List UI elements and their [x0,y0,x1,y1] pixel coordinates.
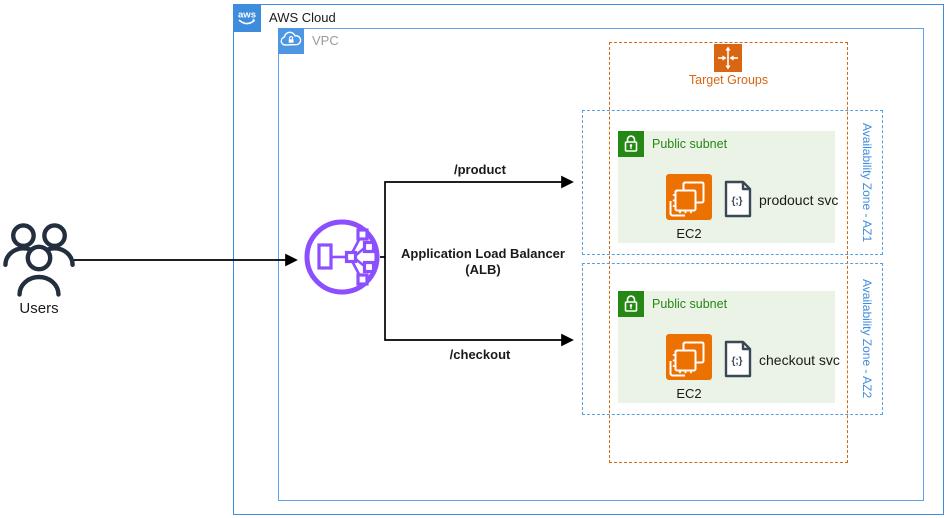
route-checkout-label: /checkout [449,347,511,362]
aws-cloud-icon: aws [233,4,261,32]
subnet-lock-icon [618,291,644,317]
svg-text:{;}: {;} [731,196,742,207]
public-subnet-2-label: Public subnet [652,297,728,311]
availability-zone-1 [582,110,883,255]
subnet-lock-icon [618,131,644,157]
availability-zone-1-label: Availability Zone - AZ1 [860,122,874,243]
alb-label-line2: (ALB) [465,262,501,277]
availability-zone-2-label: Availability Zone - AZ2 [860,279,874,399]
target-groups-container [609,42,848,463]
svg-text:aws: aws [238,10,256,21]
public-subnet-1-label: Public subnet [652,137,728,151]
vpc-label: VPC [312,33,339,48]
ec2-icon [666,334,712,380]
users-icon [3,220,75,298]
alb-label-line1: Application Load Balancer [401,246,565,261]
vpc-icon [278,28,304,54]
aws-cloud-label: AWS Cloud [269,10,336,25]
service-document-icon: {;} [724,180,752,218]
target-groups-label: Target Groups [688,73,769,87]
svg-text:{;}: {;} [731,356,742,367]
service-2-label: checkout svc [759,352,840,368]
service-document-icon: {;} [724,340,752,378]
target-group-icon [714,44,742,72]
ec2-label: EC2 [676,386,702,401]
ec2-icon [666,174,712,220]
application-load-balancer-icon [302,217,382,297]
alb-label: Application Load Balancer (ALB) [393,246,573,278]
ec2-label: EC2 [676,226,702,241]
availability-zone-2 [582,263,883,415]
vpc-container [278,28,924,501]
route-product-label: /product [454,162,506,177]
service-1-label: prodouct svc [759,192,839,208]
users-label: Users [19,300,59,317]
